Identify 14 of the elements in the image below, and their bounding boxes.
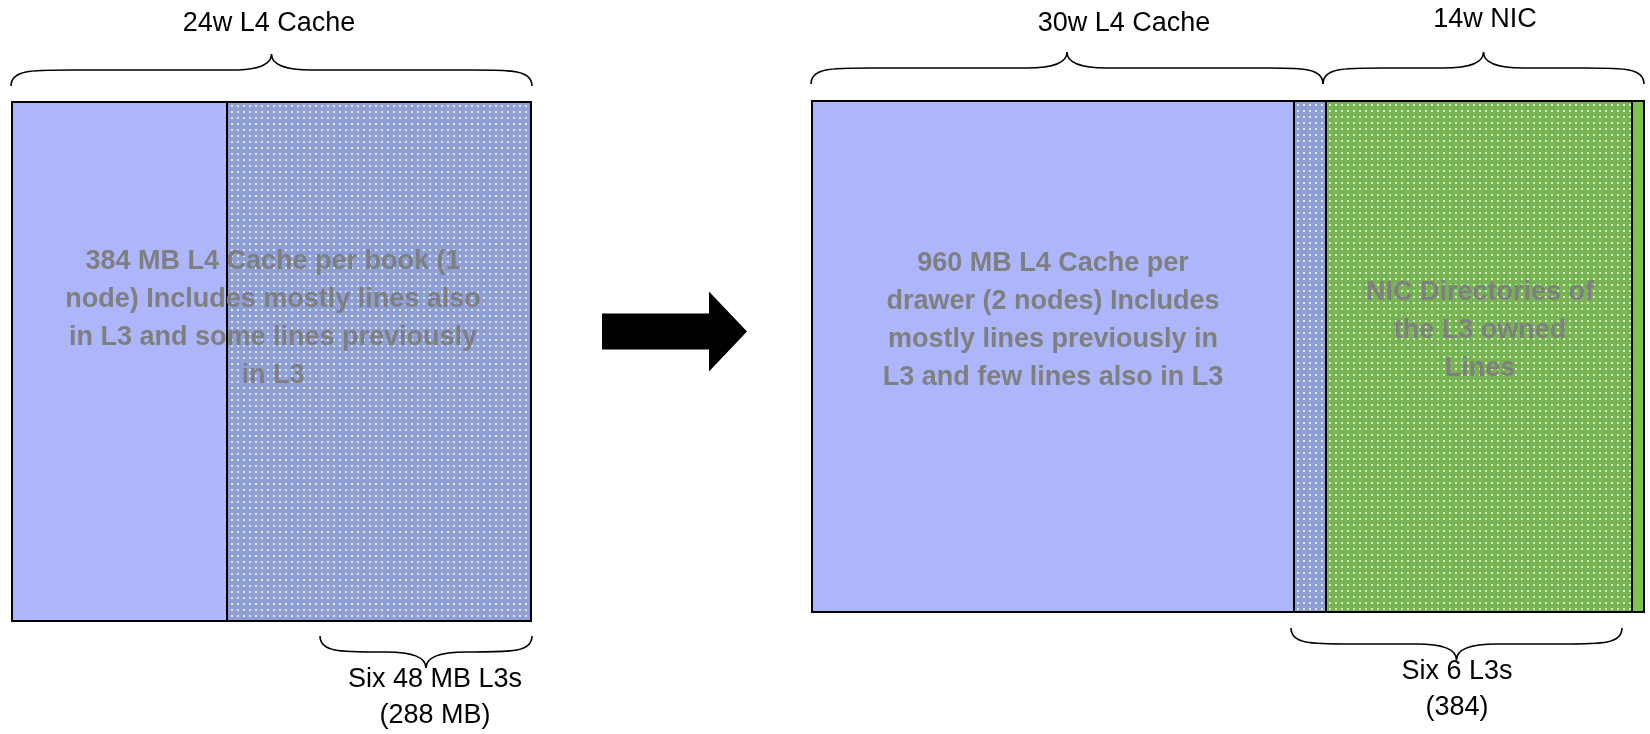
brace-label: 24w L4 Cache xyxy=(181,6,357,39)
brace-label: Six 6 L3s (384) xyxy=(1400,654,1514,723)
block-description: 960 MB L4 Cache per drawer (2 nodes) Includes mostly lines previously in L3 and few lines also in L3 xyxy=(881,246,1225,393)
dotted-region xyxy=(1293,102,1325,611)
block-description: NIC Directories of the L3 owned Lines xyxy=(1364,275,1596,384)
cache-region xyxy=(813,102,1293,611)
brace-label: 30w L4 Cache xyxy=(1036,6,1212,39)
directory-region xyxy=(1631,102,1643,611)
directory-region xyxy=(1325,102,1631,611)
brace-label: 14w NIC xyxy=(1432,2,1538,35)
brace-label: Six 48 MB L3s (288 MB) xyxy=(346,662,524,731)
block-arrow xyxy=(602,291,747,372)
cache-block xyxy=(811,100,1645,613)
cache-block xyxy=(11,101,532,622)
